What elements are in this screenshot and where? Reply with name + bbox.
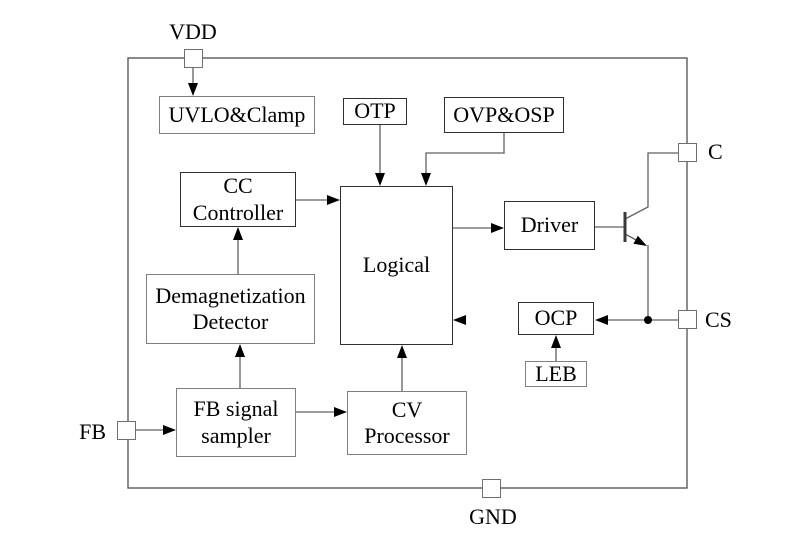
pin-label-cs: CS [705,307,732,332]
arrowheads [163,83,647,435]
arrowhead-ocp-into-logical [453,315,466,325]
block-driver-label: Driver [520,212,579,238]
block-cc-controller-label-line2: Controller [192,199,284,225]
pin-cs [678,310,697,329]
block-cv-processor: CV Processor [347,391,467,455]
block-fb-sampler-label-line1: FB signal [193,396,279,422]
arrowhead-demag-into-cc [233,227,243,240]
arrowhead-cc-into-logical [327,195,340,205]
wire-ovp-to-logical [425,133,505,175]
arrowhead-sampler-into-cv [334,407,347,417]
arrowhead-sampler-into-demag [235,344,245,357]
block-driver: Driver [504,201,595,250]
block-cc-controller: CC Controller [180,172,296,227]
arrowhead-otp-into-logical [375,173,385,186]
block-ovp-osp: OVP&OSP [444,97,564,133]
pin-label-gnd: GND [469,504,517,529]
block-ovp-osp-label: OVP&OSP [453,101,555,127]
block-uvlo-clamp-label: UVLO&Clamp [168,101,306,127]
arrowhead-fbpin-into-sampler [163,425,176,435]
arrowhead-cv-into-logical [397,345,407,358]
block-demagnetization-detector: Demagnetization Detector [146,274,315,344]
arrowhead-into-uvlo [188,83,198,96]
arrowhead-logical-into-driver [491,223,504,233]
block-logical-label: Logical [362,252,431,278]
wires [136,68,678,431]
block-ocp: OCP [518,302,594,335]
arrowhead-ovp-into-logical [421,173,431,186]
pin-vdd [184,49,203,68]
junction-dot [644,316,652,324]
wire-collector-to-c-pin [624,152,678,220]
block-demag-label-line1: Demagnetization [155,282,306,308]
block-ocp-label: OCP [534,305,578,331]
block-leb-label: LEB [535,360,577,386]
block-otp-label: OTP [354,98,396,124]
pin-label-fb: FB [79,419,106,444]
block-cv-label-line1: CV [391,396,423,422]
pin-fb [117,421,136,440]
pin-gnd [482,479,501,498]
pin-label-vdd: VDD [169,19,217,44]
arrowhead-node-into-ocp [595,315,608,325]
block-fb-sampler-label-line2: sampler [201,422,271,448]
block-leb: LEB [525,361,587,387]
block-demag-label-line2: Detector [192,309,269,334]
arrowhead-leb-into-ocp [551,335,561,348]
npn-emitter-arrow [633,235,647,246]
pin-c [678,143,697,162]
block-logical: Logical [340,186,453,345]
chip-boundary [127,57,688,489]
block-uvlo-clamp: UVLO&Clamp [159,96,315,134]
block-fb-signal-sampler: FB signal sampler [176,388,296,457]
block-otp: OTP [343,98,407,125]
pin-label-c: C [708,139,723,164]
block-cv-label-line2: Processor [364,423,450,448]
block-cc-controller-label-line1: CC [223,173,253,199]
